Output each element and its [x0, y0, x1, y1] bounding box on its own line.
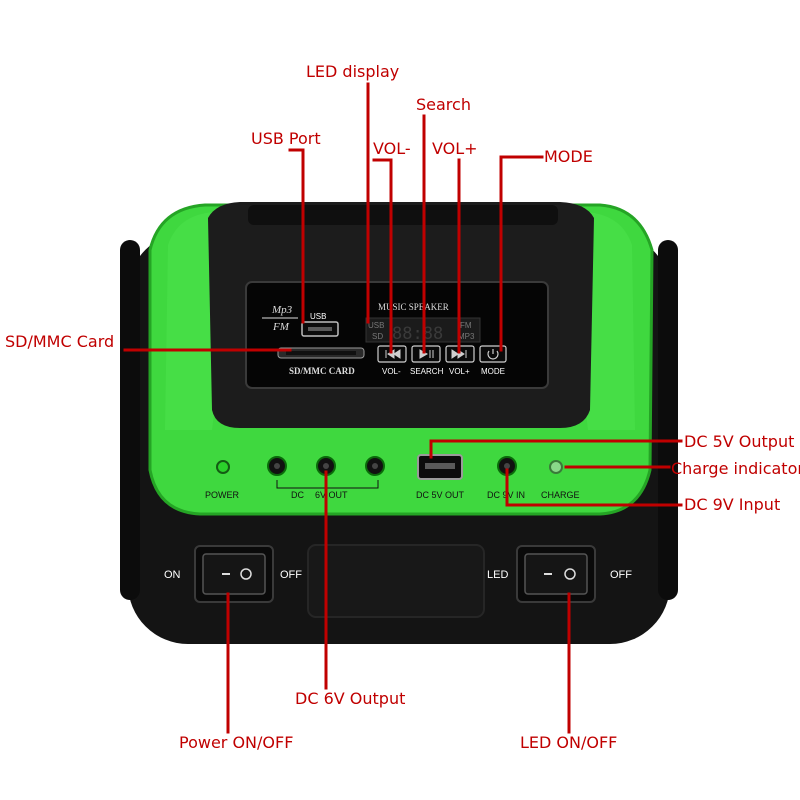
top-handle-slot	[248, 205, 558, 225]
power-label: POWER	[205, 490, 240, 500]
sd-indicator: SD	[372, 332, 383, 341]
mode-callout: MODE	[544, 147, 593, 166]
usb-port-tongue	[308, 327, 332, 331]
power-led	[216, 460, 230, 474]
off-label-right: OFF	[610, 569, 632, 581]
body-left-edge	[120, 240, 140, 600]
vol-minus-button[interactable]	[377, 345, 407, 363]
vol-plus-label: VOL+	[449, 367, 470, 376]
dc-9v-input-leader	[505, 468, 683, 507]
six-v-out-label: 6V OUT	[315, 490, 348, 500]
search-button[interactable]	[411, 345, 441, 363]
power-icon	[487, 350, 499, 360]
charge-indicator-callout: Charge indicator	[671, 459, 800, 478]
power-on-off-callout: Power ON/OFF	[179, 733, 294, 752]
power-rocker-switch[interactable]	[194, 545, 274, 603]
dc-label: DC	[291, 490, 304, 500]
mp3-logo: Mp3	[271, 304, 293, 316]
mode-leader	[499, 155, 544, 352]
vol-minus-leader	[372, 158, 393, 354]
led-digits: 88:88	[392, 324, 443, 344]
charge-led	[549, 460, 563, 474]
off-label-left: OFF	[280, 569, 302, 581]
dc-6v-output-callout: DC 6V Output	[295, 689, 406, 708]
usb-indicator: USB	[368, 321, 384, 330]
led-rocker-switch[interactable]	[516, 545, 596, 603]
vol-plus-callout: VOL+	[432, 139, 478, 158]
sd-card-label: SD/MMC CARD	[289, 366, 355, 376]
panel-title: MUSIC SPEAKER	[378, 302, 449, 312]
vol-minus-callout: VOL-	[373, 139, 411, 158]
search-label: SEARCH	[410, 367, 444, 376]
sd-mmc-card-callout: SD/MMC Card	[5, 332, 115, 351]
dc-5v-out-label: DC 5V OUT	[416, 490, 465, 500]
mp3-indicator: MP3	[458, 332, 475, 341]
led-on-off-callout: LED ON/OFF	[520, 733, 618, 752]
on-label: ON	[164, 569, 181, 581]
sd-slot-opening	[286, 351, 356, 355]
dc-5v-output-callout: DC 5V Output	[684, 432, 795, 451]
lower-panel	[307, 544, 485, 618]
fm-logo: FM	[272, 321, 290, 333]
led-label: LED	[487, 569, 508, 581]
vol-minus-label: VOL-	[382, 367, 401, 376]
dc-5v-output-leader	[429, 439, 683, 459]
dc-6v-out-jack-1[interactable]	[267, 456, 287, 476]
charge-label: CHARGE	[541, 490, 580, 500]
dc-5v-usb-output[interactable]	[417, 454, 463, 480]
search-callout: Search	[416, 95, 471, 114]
usb-label: USB	[310, 312, 326, 321]
usb-port-callout: USB Port	[251, 129, 321, 148]
fm-indicator: FM	[460, 321, 472, 330]
usb-port-leader	[288, 148, 305, 324]
body-right-edge	[658, 240, 678, 600]
led-display-callout: LED display	[306, 62, 400, 81]
mode-label: MODE	[481, 367, 505, 376]
dc-9v-input-callout: DC 9V Input	[684, 495, 781, 514]
next-icon	[451, 349, 467, 359]
dc-6v-out-jack-3[interactable]	[365, 456, 385, 476]
